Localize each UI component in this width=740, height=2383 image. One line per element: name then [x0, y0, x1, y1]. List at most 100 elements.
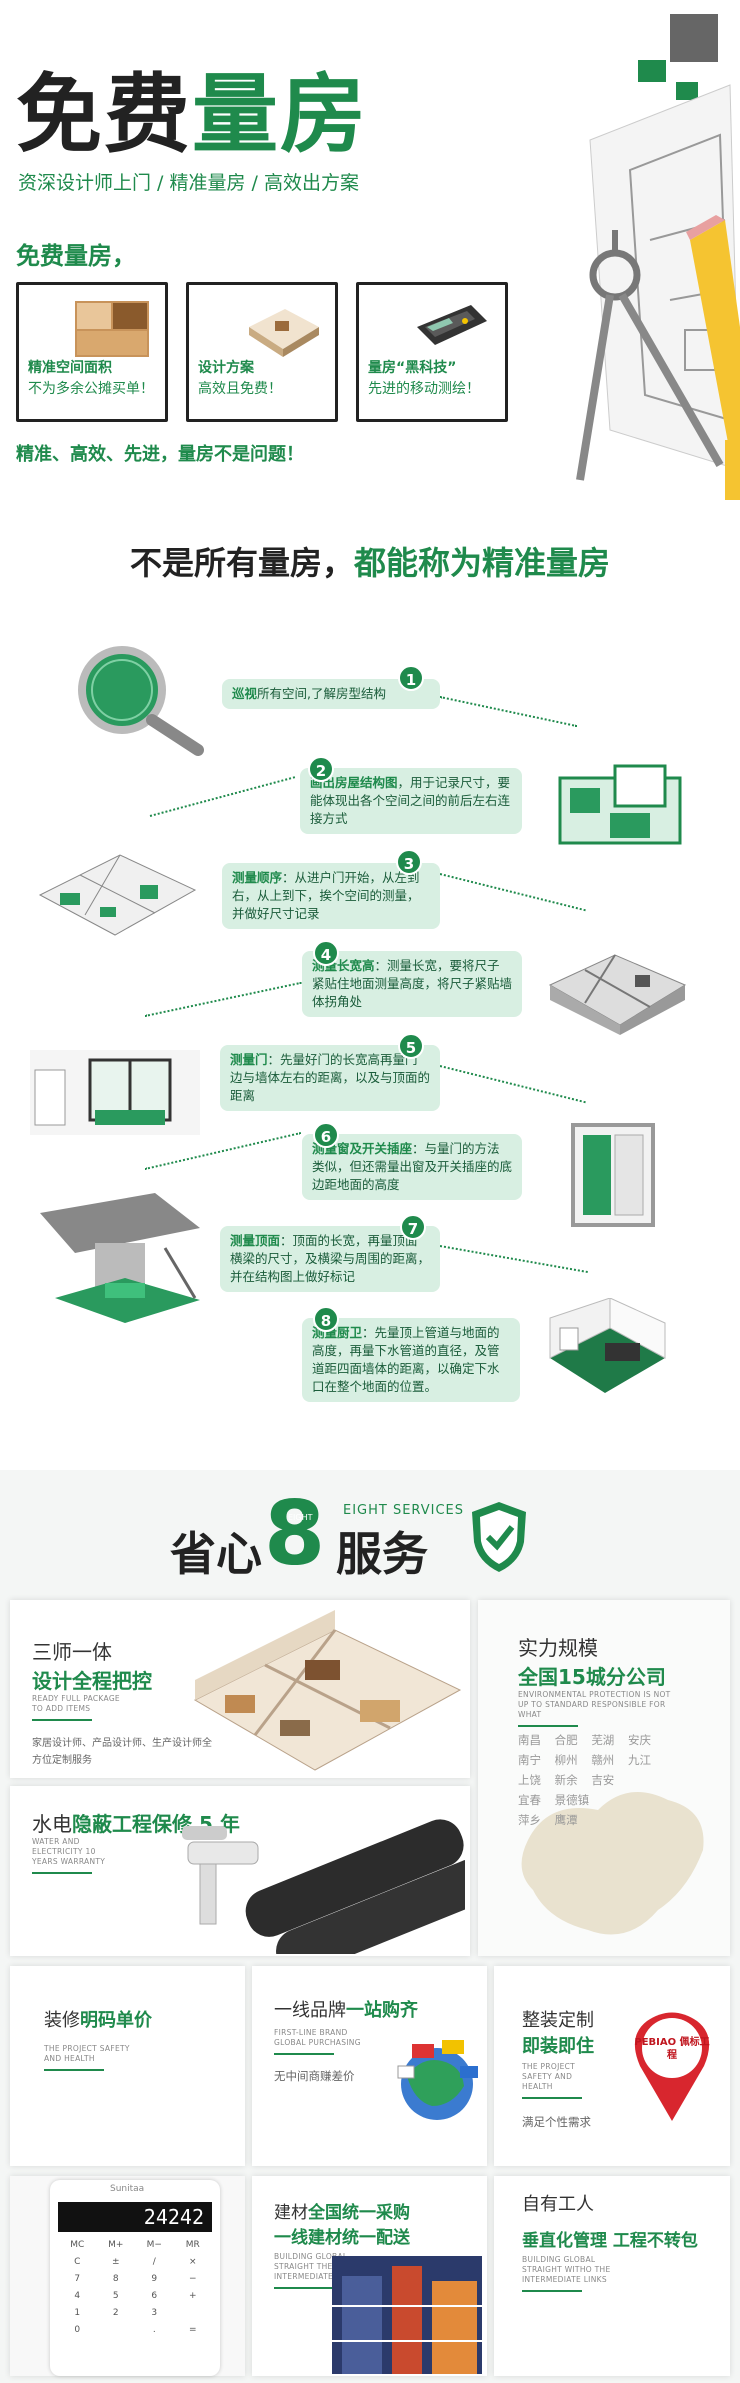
step-number: 6	[313, 1122, 339, 1148]
window-icon	[571, 1123, 655, 1227]
card-english: THE PROJECT SAFETY AND HEALTH	[44, 2044, 130, 2063]
calc-key: 0	[74, 2325, 81, 2335]
hero-subtitle: 资深设计师上门 / 精准量房 / 高效出方案	[18, 172, 359, 194]
services-eng: EIGHT SERVICES	[343, 1503, 465, 1518]
magnifier-icon	[78, 646, 204, 756]
card-caption: 自有工人	[522, 2194, 594, 2215]
room-cutaway-icon	[548, 954, 687, 1035]
service-card-price: 装修明码单价 THE PROJECT SAFETY AND HEALTH	[10, 1966, 245, 2166]
feature-title: 量房“黑科技”	[368, 360, 457, 376]
card-caption: 装修	[44, 2010, 80, 2031]
accurate-measure-title: 不是所有量房，都能称为精准量房	[129, 544, 611, 582]
calc-key: .	[152, 2325, 156, 2335]
step-number: 7	[400, 1214, 426, 1240]
step-number: 2	[308, 756, 334, 782]
card-english: FIRST-LINE BRAND GLOBAL PURCHASING	[274, 2028, 361, 2047]
laser-meter-icon	[417, 305, 487, 345]
service-card-brand: 一线品牌一站购齐 FIRST-LINE BRAND GLOBAL PURCHAS…	[252, 1966, 487, 2166]
step-number: 5	[398, 1033, 424, 1059]
calc-key: 9	[151, 2274, 158, 2284]
calc-key: 8	[112, 2274, 119, 2284]
calc-key: −	[188, 2274, 197, 2284]
step-4: 测量长宽高：测量长宽，要将尺子紧贴住地面测量高度，将尺子紧贴墙体拐角处	[302, 951, 522, 1017]
services-eng-small: EIGHT	[288, 1513, 313, 1522]
calc-key: 5	[112, 2291, 119, 2301]
green-rule	[32, 1719, 92, 1721]
card-english: READY FULL PACKAGE TO ADD ITEMS	[32, 1694, 120, 1713]
card-highlight: 一站购齐	[346, 2000, 418, 2021]
connector-line	[439, 1245, 588, 1274]
calc-key: +	[188, 2291, 197, 2301]
service-card-materials: 建材全国统一采购 一线建材统一配送 BUILDING GLOBAL STRAIG…	[252, 2176, 487, 2376]
connector-line	[144, 981, 302, 1017]
card-desc: 满足个性需求	[522, 2115, 591, 2129]
feature-title: 精准空间面积	[28, 360, 112, 376]
calc-key: MC	[70, 2240, 85, 2250]
card-english: WATER AND ELECTRICITY 10 YEARS WARRANTY	[32, 1837, 106, 1866]
calc-key	[174, 2308, 213, 2318]
green-rule	[522, 2290, 582, 2292]
water-pipe-image	[182, 1819, 465, 1954]
calc-key: /	[152, 2257, 156, 2267]
feature-sub: 高效且免费！	[198, 381, 282, 397]
service-card-scale: 实力规模 全国15城分公司 ENVIRONMENTAL PROTECTION I…	[478, 1600, 730, 1956]
feature-sub: 不为多余公摊买单！	[28, 381, 154, 397]
calc-key: M+	[108, 2240, 124, 2250]
room-structure-icon	[38, 854, 197, 936]
connector-line	[439, 696, 578, 728]
step-6: 测量窗及开关插座：与量门的方法类似，但还需量出窗及开关插座的底边距地面的高度	[302, 1134, 522, 1200]
green-rule	[274, 2053, 334, 2055]
green-rule	[32, 1872, 92, 1874]
service-card-design: 三师一体 设计全程把控 READY FULL PACKAGE TO ADD IT…	[10, 1600, 470, 1778]
card-english: THE PROJECT SAFETY AND HEALTH	[522, 2062, 576, 2091]
blueprint-compass-illustration	[576, 14, 740, 500]
services-title-a: 省心	[170, 1527, 262, 1581]
calc-key: 1	[74, 2308, 81, 2318]
card-caption: 水电	[32, 1812, 72, 1836]
warehouse-image	[332, 2256, 482, 2374]
card-caption: 整装定制	[522, 2010, 594, 2031]
step-number: 3	[396, 849, 422, 875]
calc-key: 7	[74, 2274, 81, 2284]
card-caption: 一线品牌	[274, 2000, 346, 2021]
feature-sub: 先进的移动测绘！	[368, 381, 480, 397]
calc-key: 6	[151, 2291, 158, 2301]
green-rule	[44, 2069, 104, 2071]
floorplan-icon	[75, 301, 149, 357]
calc-key	[97, 2325, 136, 2335]
city-list: 南昌 合肥 芜湖 安庆 南宁 柳州 赣州 九江 上饶 新余 吉安 宜春 景德镇 …	[518, 1733, 651, 1827]
free-measure-heading: 免费量房，	[16, 242, 136, 270]
living-room-doors-icon	[30, 1050, 200, 1135]
step-number: 1	[398, 665, 424, 691]
calc-key: ×	[188, 2257, 197, 2267]
china-map-image	[521, 1792, 704, 1935]
green-rule	[274, 2287, 334, 2289]
step-number: 8	[313, 1306, 339, 1332]
services-title-b: 服务	[336, 1527, 428, 1581]
green-rule	[522, 2097, 582, 2099]
hero-section: 免费量房 资深设计师上门 / 精准量房 / 高效出方案 免费量房， 精准空间面积…	[0, 0, 740, 515]
service-card-custom: 整装定制 即装即住 THE PROJECT SAFETY AND HEALTH …	[494, 1966, 730, 2166]
step-8: 测量厨卫：先量顶上管道与地面的高度，再量下水管道的直径，及管道距四面墙体的距离，…	[302, 1318, 520, 1402]
services-title-num: 8	[264, 1482, 326, 1585]
step-number: 4	[313, 940, 339, 966]
feature-title: 设计方案	[198, 360, 254, 376]
card-highlight: 明码单价	[80, 2010, 152, 2031]
globe-flags-icon	[397, 2040, 478, 2120]
calc-display: 24242	[58, 2202, 212, 2232]
calc-key: 2	[112, 2308, 119, 2318]
card-highlight: 设计全程把控	[32, 1669, 152, 1693]
house-model-image	[193, 1610, 462, 1771]
hero-tagline: 精准、高效、先进，量房不是问题！	[16, 444, 304, 465]
room-model-icon	[249, 309, 319, 357]
card-caption: 三师一体	[32, 1640, 112, 1664]
calc-key: 4	[74, 2291, 81, 2301]
step-7: 测量顶面：顶面的长宽，再量顶面横梁的尺寸，及横梁与周围的距离，并在结构图上做好标…	[220, 1226, 440, 1292]
feature-card-area: 精准空间面积 不为多余公摊买单！	[16, 282, 168, 422]
calc-key: ±	[111, 2257, 120, 2267]
calc-key: M−	[146, 2240, 162, 2250]
calc-key: =	[188, 2325, 197, 2335]
